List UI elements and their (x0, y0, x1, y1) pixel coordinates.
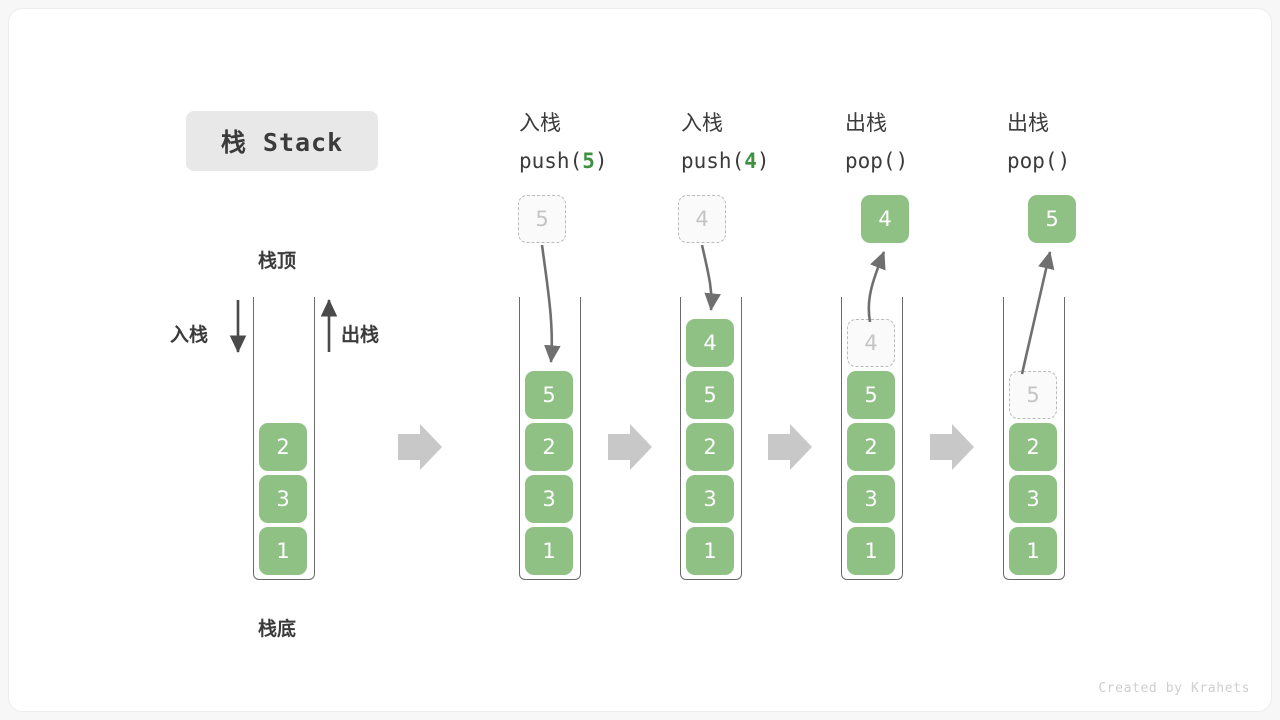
push-direction-label: 入栈 (170, 324, 209, 346)
step-caption-code: pop() (845, 142, 908, 180)
stack-ghost-cell: 4 (847, 319, 895, 367)
stack-cell: 3 (259, 475, 307, 523)
step-caption-code: push(4) (681, 142, 770, 180)
code-prefix: push( (519, 149, 583, 173)
code-suffix: ) (594, 149, 608, 173)
stack-cell: 5 (847, 371, 895, 419)
stack-cell: 3 (847, 475, 895, 523)
code-arg: 4 (744, 149, 757, 173)
page-title: 栈 Stack (220, 128, 344, 157)
step-caption-cn: 入栈 (681, 111, 723, 135)
floating-ghost-cell: 4 (678, 195, 726, 243)
stack-top-label: 栈顶 (258, 250, 297, 272)
code-arg: 5 (582, 149, 595, 173)
stack-cell: 3 (525, 475, 573, 523)
step-caption-cn: 出栈 (1007, 111, 1049, 135)
stack-cell: 1 (1009, 527, 1057, 575)
stack-cell: 2 (259, 423, 307, 471)
code-prefix: pop( (1007, 149, 1058, 173)
pop-direction-label: 出栈 (341, 324, 380, 346)
stack-cell: 2 (847, 423, 895, 471)
stack-cell: 4 (686, 319, 734, 367)
stack-cell: 2 (686, 423, 734, 471)
stack-cell: 1 (847, 527, 895, 575)
stack-cell: 1 (686, 527, 734, 575)
stack-cell: 3 (1009, 475, 1057, 523)
stack-cell: 5 (686, 371, 734, 419)
step-caption-code: push(5) (519, 142, 608, 180)
diagram-title-chip: 栈 Stack (186, 111, 378, 171)
stack-frame-initial (253, 297, 315, 580)
stack-cell: 1 (259, 527, 307, 575)
code-prefix: push( (681, 149, 745, 173)
step-caption-code: pop() (1007, 142, 1070, 180)
stack-frame-push4 (680, 297, 742, 580)
stack-bottom-label: 栈底 (258, 618, 297, 640)
code-suffix: ) (895, 149, 909, 173)
step-caption-cn: 入栈 (519, 111, 561, 135)
stack-cell: 1 (525, 527, 573, 575)
code-suffix: ) (1057, 149, 1071, 173)
floating-ghost-cell: 5 (518, 195, 566, 243)
code-prefix: pop( (845, 149, 896, 173)
code-suffix: ) (756, 149, 770, 173)
step-caption-cn: 出栈 (845, 111, 887, 135)
stack-ghost-cell: 5 (1009, 371, 1057, 419)
stack-cell: 3 (686, 475, 734, 523)
credit-text: Created by Krahets (1098, 681, 1250, 696)
stack-cell: 2 (525, 423, 573, 471)
stack-frame-pop4 (841, 297, 903, 580)
stack-cell: 5 (525, 371, 573, 419)
popped-cell: 4 (861, 195, 909, 243)
stack-frame-push5 (519, 297, 581, 580)
popped-cell: 5 (1028, 195, 1076, 243)
stack-frame-pop5 (1003, 297, 1065, 580)
stack-cell: 2 (1009, 423, 1057, 471)
